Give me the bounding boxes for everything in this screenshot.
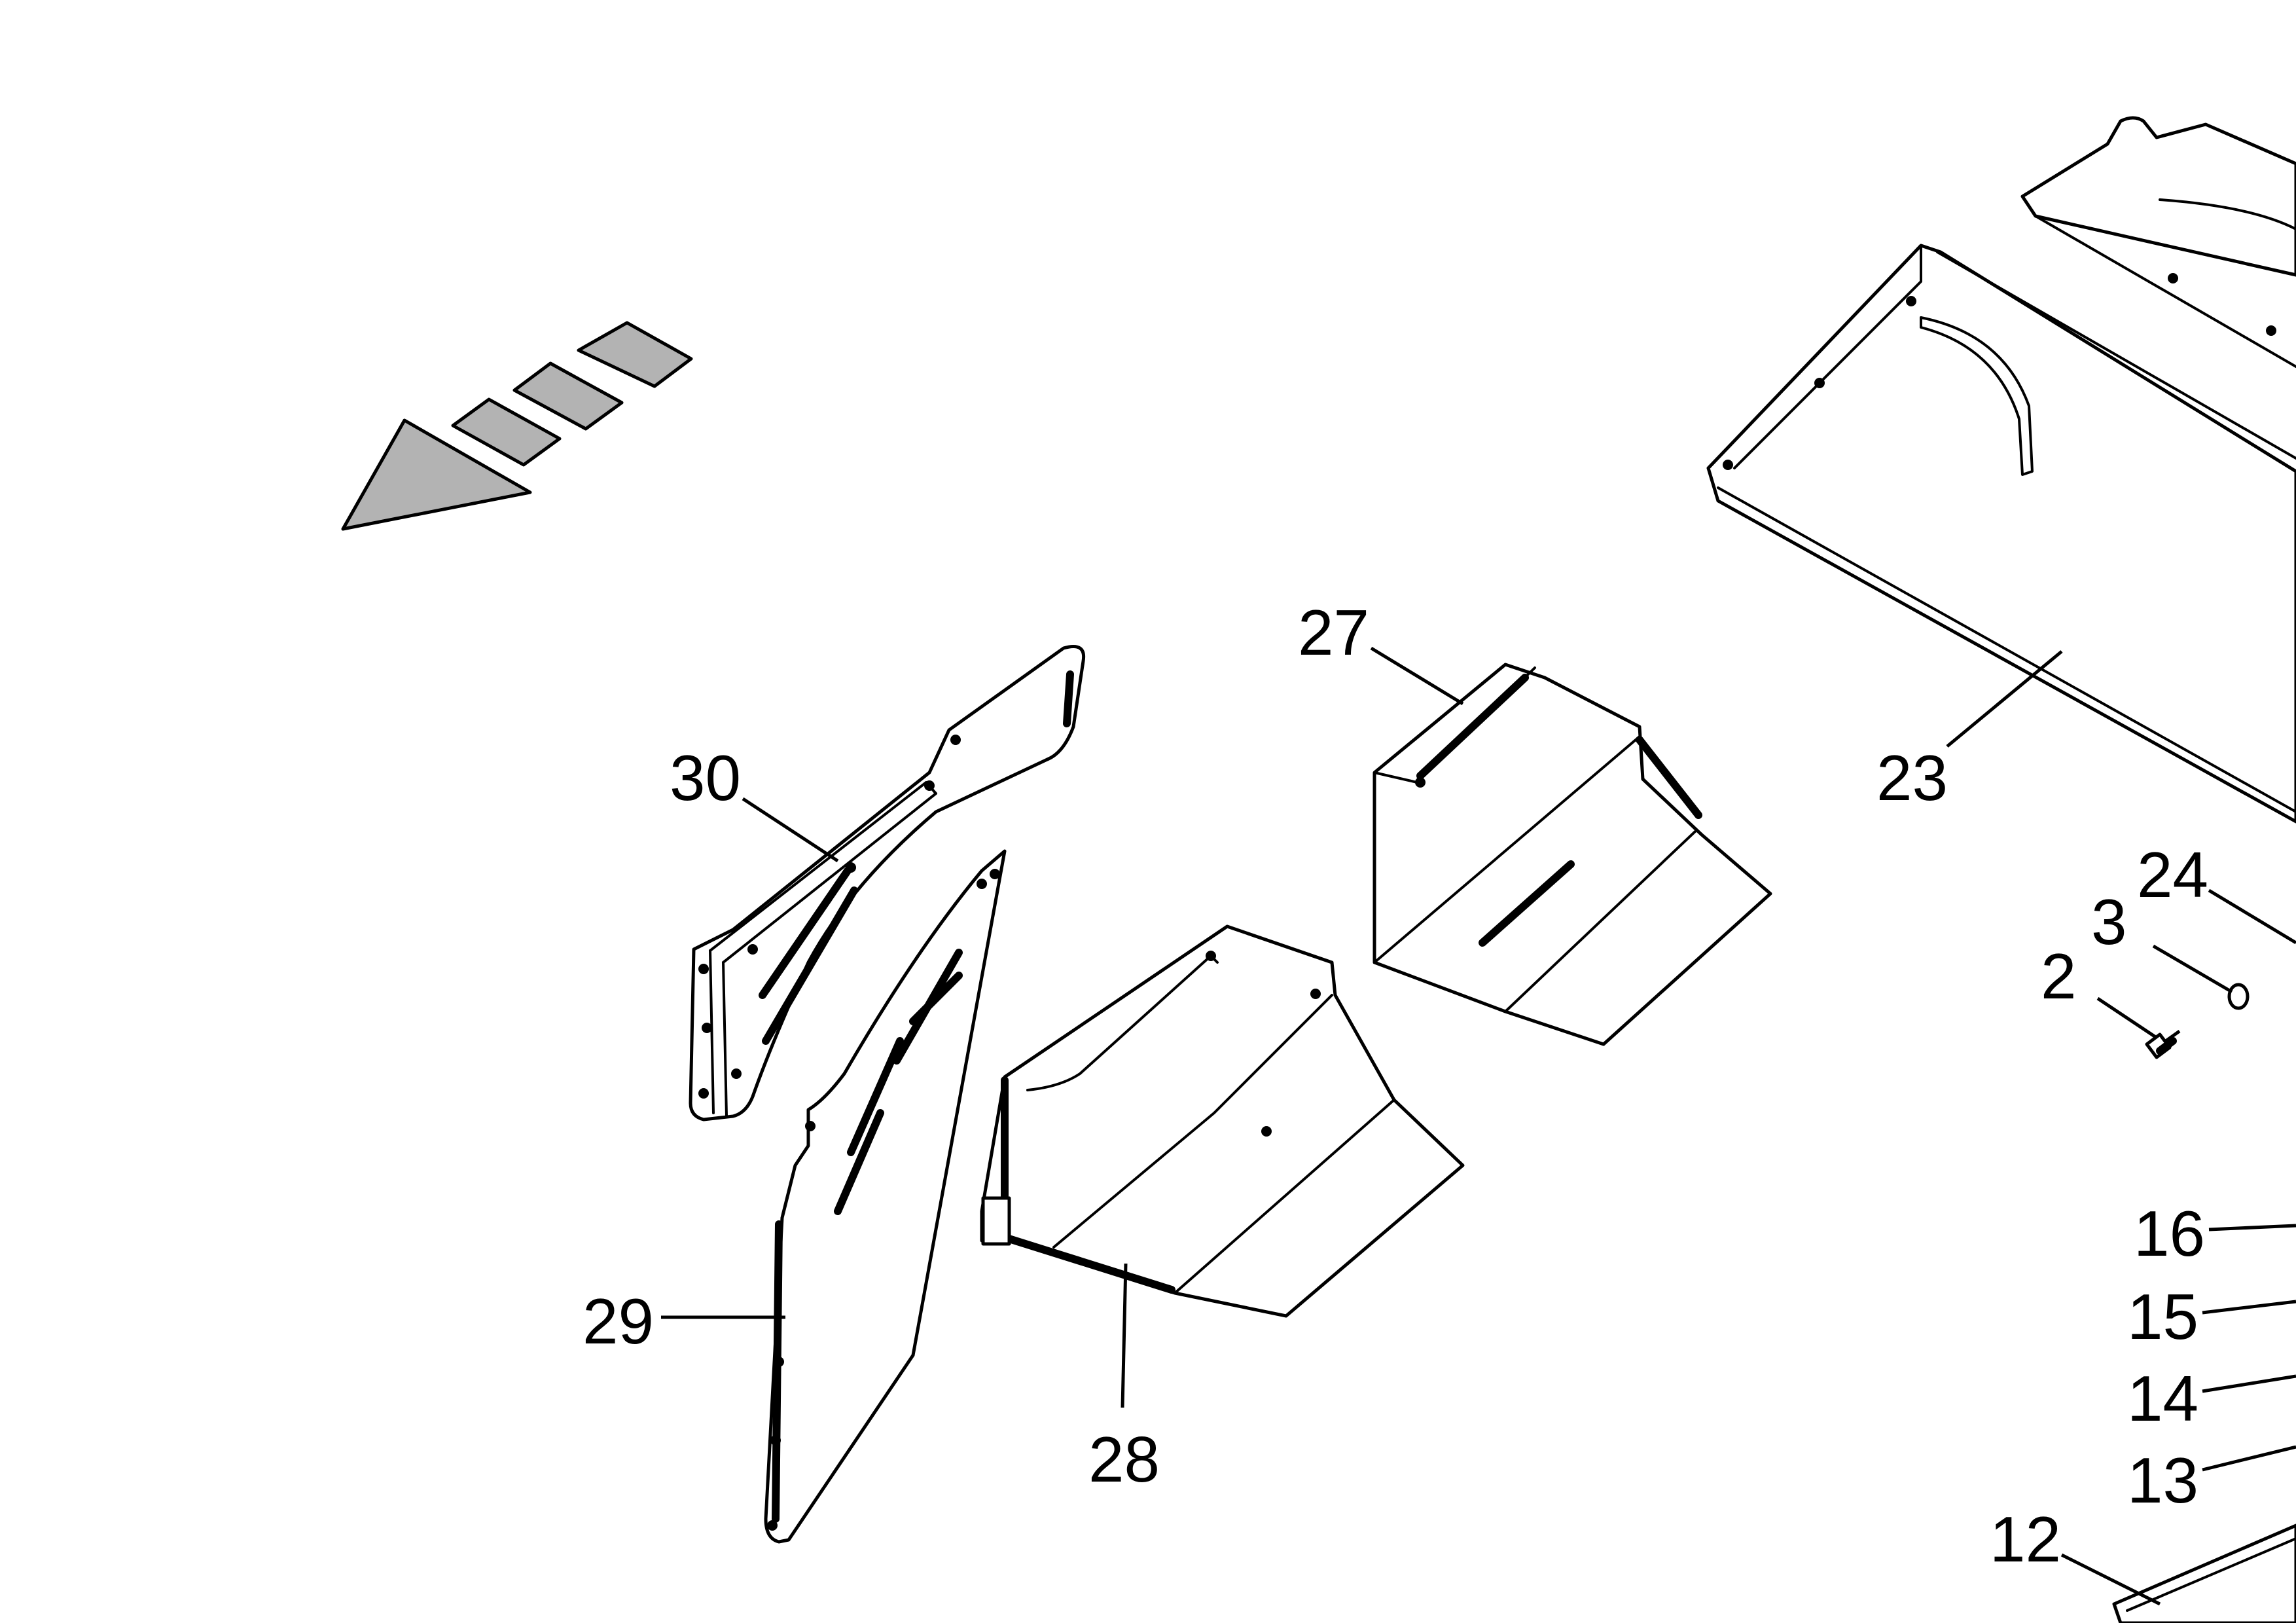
callout-23: 23	[1876, 742, 1948, 814]
callout-28: 28	[1088, 1423, 1160, 1495]
callout-27: 27	[1298, 596, 1369, 668]
callout-2: 2	[2041, 940, 2077, 1012]
callout-24: 24	[2137, 839, 2208, 911]
callout-3: 3	[2091, 886, 2127, 958]
leader-lines	[661, 646, 2296, 1606]
part-28-deflector	[980, 924, 1465, 1318]
part-12-rail	[2112, 1523, 2296, 1623]
callout-16: 16	[2134, 1197, 2205, 1269]
callout-14: 14	[2127, 1362, 2198, 1434]
part-29-side-panel	[764, 849, 1007, 1544]
callout-15: 15	[2127, 1281, 2198, 1353]
callout-12: 12	[1990, 1503, 2061, 1575]
direction-arrow-icon	[341, 321, 693, 531]
callout-29: 29	[583, 1285, 654, 1357]
part-23-table-plate	[1706, 116, 2296, 824]
callout-30: 30	[670, 742, 741, 814]
part-30-bracket	[689, 645, 1086, 1122]
washer-3-icon	[2227, 983, 2250, 1010]
part-27-guard	[1372, 663, 1772, 1046]
callout-13: 13	[2127, 1444, 2198, 1516]
